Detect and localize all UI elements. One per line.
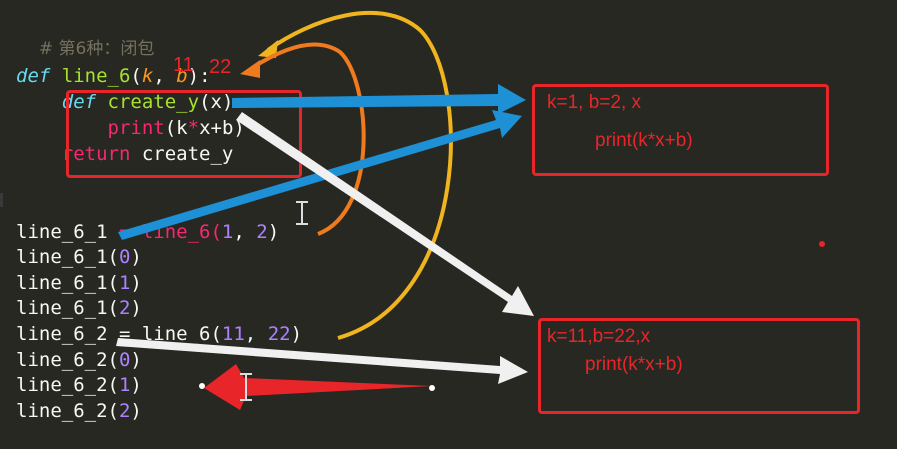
call-arg-2: 2 bbox=[256, 221, 268, 243]
code-call-8: line_6_2(2) bbox=[16, 399, 142, 423]
handwritten-22: 22 bbox=[209, 56, 232, 78]
code-line-print: print(k*x+b) bbox=[16, 116, 245, 140]
red-left-arrow bbox=[204, 364, 432, 410]
call-end: ) bbox=[130, 349, 142, 371]
inner-function-highlight-box bbox=[66, 90, 302, 178]
call-lhs: line_6_2( bbox=[16, 400, 119, 422]
white-arrow-1 bbox=[236, 112, 534, 316]
comment-text: # 第6种：闭包 bbox=[38, 39, 155, 59]
call-arg: 2 bbox=[118, 400, 131, 422]
return-value: create_y bbox=[130, 143, 234, 165]
call-arg-2: 22 bbox=[267, 323, 291, 345]
call-lhs: line_6_1( bbox=[16, 297, 119, 319]
call-arg: 2 bbox=[118, 297, 131, 319]
gutter-marker bbox=[0, 193, 3, 207]
call-end: ) bbox=[130, 272, 142, 294]
text-cursor-icon-2 bbox=[240, 373, 252, 401]
closure-box-1-line-2: print(k*x+b) bbox=[595, 130, 693, 151]
code-call-7: line_6_2(1) bbox=[16, 373, 142, 397]
call-arg-1: 1 bbox=[221, 221, 234, 243]
close-colon: ): bbox=[187, 65, 211, 87]
red-dot-left bbox=[199, 383, 205, 389]
yellow-arrowhead bbox=[258, 40, 278, 58]
call-assign: = line_6( bbox=[107, 323, 222, 345]
inner-function-name: create_y bbox=[107, 91, 200, 113]
call-lhs: line_6_2( bbox=[16, 349, 119, 371]
code-comment: # 第6种：闭包 bbox=[16, 12, 154, 61]
keyword-def-inner: def bbox=[61, 91, 97, 113]
keyword-def: def bbox=[16, 65, 51, 87]
closure-box-1 bbox=[532, 84, 829, 176]
call-end: ) bbox=[267, 221, 280, 243]
call-end: ) bbox=[130, 400, 142, 422]
closure-box-1-line-1: k=1, b=2, x bbox=[547, 92, 642, 113]
yellow-curve-arrow bbox=[266, 10, 453, 340]
print-keyword: print bbox=[107, 117, 165, 139]
call-lhs: line_6_2 bbox=[16, 323, 108, 345]
param-k: k bbox=[141, 65, 154, 87]
call-lhs: line_6_1( bbox=[16, 272, 119, 294]
call-end: ) bbox=[130, 374, 142, 396]
closure-box-2 bbox=[538, 318, 860, 414]
print-args-a: (k bbox=[164, 117, 188, 139]
code-call-5: line_6_2 = line_6(11, 22) bbox=[16, 322, 302, 346]
call-end: ) bbox=[290, 323, 303, 345]
call-arg: 1 bbox=[118, 374, 131, 396]
blue-arrow-1 bbox=[232, 84, 526, 114]
call-arg: 0 bbox=[118, 349, 131, 371]
closure-box-2-line-1: k=11,b=22,x bbox=[547, 326, 651, 347]
open-paren: ( bbox=[130, 65, 142, 87]
call-lhs: line_6_1 bbox=[16, 221, 108, 243]
call-arg-1: 11 bbox=[221, 323, 245, 345]
code-line-return: return create_y bbox=[16, 142, 234, 166]
call-arg: 1 bbox=[118, 272, 131, 294]
keyword-return: return bbox=[61, 143, 131, 165]
white-arrow-2 bbox=[116, 338, 528, 384]
call-sep: , bbox=[244, 323, 268, 345]
function-name: line_6 bbox=[61, 65, 131, 87]
code-call-3: line_6_1(1) bbox=[16, 271, 142, 295]
call-end: ) bbox=[130, 246, 142, 268]
text-cursor-icon bbox=[296, 201, 308, 225]
orange-arrowhead bbox=[240, 60, 260, 78]
call-lhs: line_6_2( bbox=[16, 374, 119, 396]
code-call-2: line_6_1(0) bbox=[16, 245, 142, 269]
red-dot-right bbox=[429, 385, 435, 391]
code-call-4: line_6_1(2) bbox=[16, 296, 142, 320]
param-b: b bbox=[176, 65, 188, 87]
code-line-def-outer: def line_6(k, b): bbox=[16, 64, 211, 88]
comma: , bbox=[153, 65, 177, 87]
print-args-b: x+b) bbox=[199, 117, 245, 139]
red-dot-small bbox=[819, 241, 825, 247]
code-call-6: line_6_2(0) bbox=[16, 348, 142, 372]
call-lhs: line_6_1( bbox=[16, 246, 119, 268]
call-arg: 0 bbox=[118, 246, 131, 268]
call-sep: , bbox=[233, 221, 257, 243]
print-star: * bbox=[187, 117, 200, 139]
handwritten-11: 11 bbox=[173, 54, 194, 76]
closure-box-2-line-2: print(k*x+b) bbox=[585, 354, 683, 375]
call-end: ) bbox=[130, 297, 142, 319]
